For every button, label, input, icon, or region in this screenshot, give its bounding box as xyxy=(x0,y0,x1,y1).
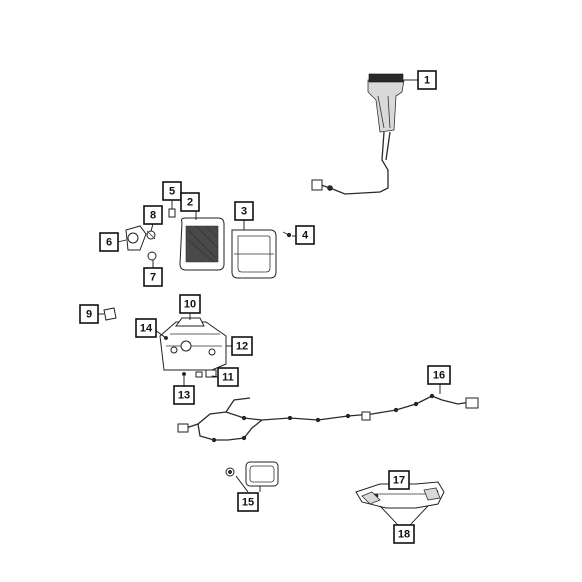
part-12-bracket-assembly xyxy=(159,321,227,371)
callout-label: 4 xyxy=(302,230,309,242)
part-6-socket-assembly xyxy=(125,225,147,251)
callout-15: 15 xyxy=(237,492,259,512)
part-11-nut xyxy=(195,369,217,378)
callout-1: 1 xyxy=(417,70,437,90)
part-10-cover xyxy=(175,317,205,327)
callout-2: 2 xyxy=(180,192,200,212)
callout-13: 13 xyxy=(173,385,195,405)
callout-14: 14 xyxy=(135,318,157,338)
callout-label: 7 xyxy=(150,272,156,284)
callout-18: 18 xyxy=(393,524,415,544)
part-2-lamp-lens xyxy=(179,217,225,271)
part-13-screw xyxy=(182,372,186,376)
callout-11: 11 xyxy=(217,367,239,387)
callout-label: 12 xyxy=(236,341,248,353)
callout-5: 5 xyxy=(162,181,182,201)
callout-label: 15 xyxy=(242,497,254,509)
callout-16: 16 xyxy=(427,365,451,385)
part-5-bulb-small xyxy=(168,208,176,218)
part-8-socket xyxy=(146,230,156,240)
part-1-bracket-harness xyxy=(311,73,405,195)
callout-label: 5 xyxy=(169,186,175,198)
part-7-bulb xyxy=(147,251,157,261)
callout-label: 1 xyxy=(424,75,430,87)
callout-label: 9 xyxy=(86,309,92,321)
callout-7: 7 xyxy=(143,267,163,287)
callout-label: 13 xyxy=(178,390,190,402)
callout-4: 4 xyxy=(295,225,315,245)
callout-label: 3 xyxy=(241,206,247,218)
callout-label: 18 xyxy=(398,529,410,541)
callout-label: 10 xyxy=(184,299,196,311)
callout-3: 3 xyxy=(234,201,254,221)
part-3-lamp-guard xyxy=(231,229,277,279)
callout-6: 6 xyxy=(99,232,119,252)
callout-8: 8 xyxy=(143,205,163,225)
callout-label: 17 xyxy=(393,475,405,487)
callout-label: 2 xyxy=(187,197,193,209)
callout-label: 6 xyxy=(106,237,112,249)
callout-9: 9 xyxy=(79,304,99,324)
part-15-reflector xyxy=(225,461,279,487)
callout-12: 12 xyxy=(231,336,253,356)
part-16-wiring-harness xyxy=(177,393,479,443)
callout-label: 11 xyxy=(222,372,234,384)
callout-label: 8 xyxy=(150,210,156,222)
callout-17: 17 xyxy=(388,470,410,490)
callout-label: 16 xyxy=(433,370,445,382)
part-9-clip xyxy=(103,307,117,321)
leader-lines xyxy=(98,79,441,526)
callout-10: 10 xyxy=(179,294,201,314)
part-4-screw xyxy=(282,231,292,238)
callout-label: 14 xyxy=(140,323,153,335)
